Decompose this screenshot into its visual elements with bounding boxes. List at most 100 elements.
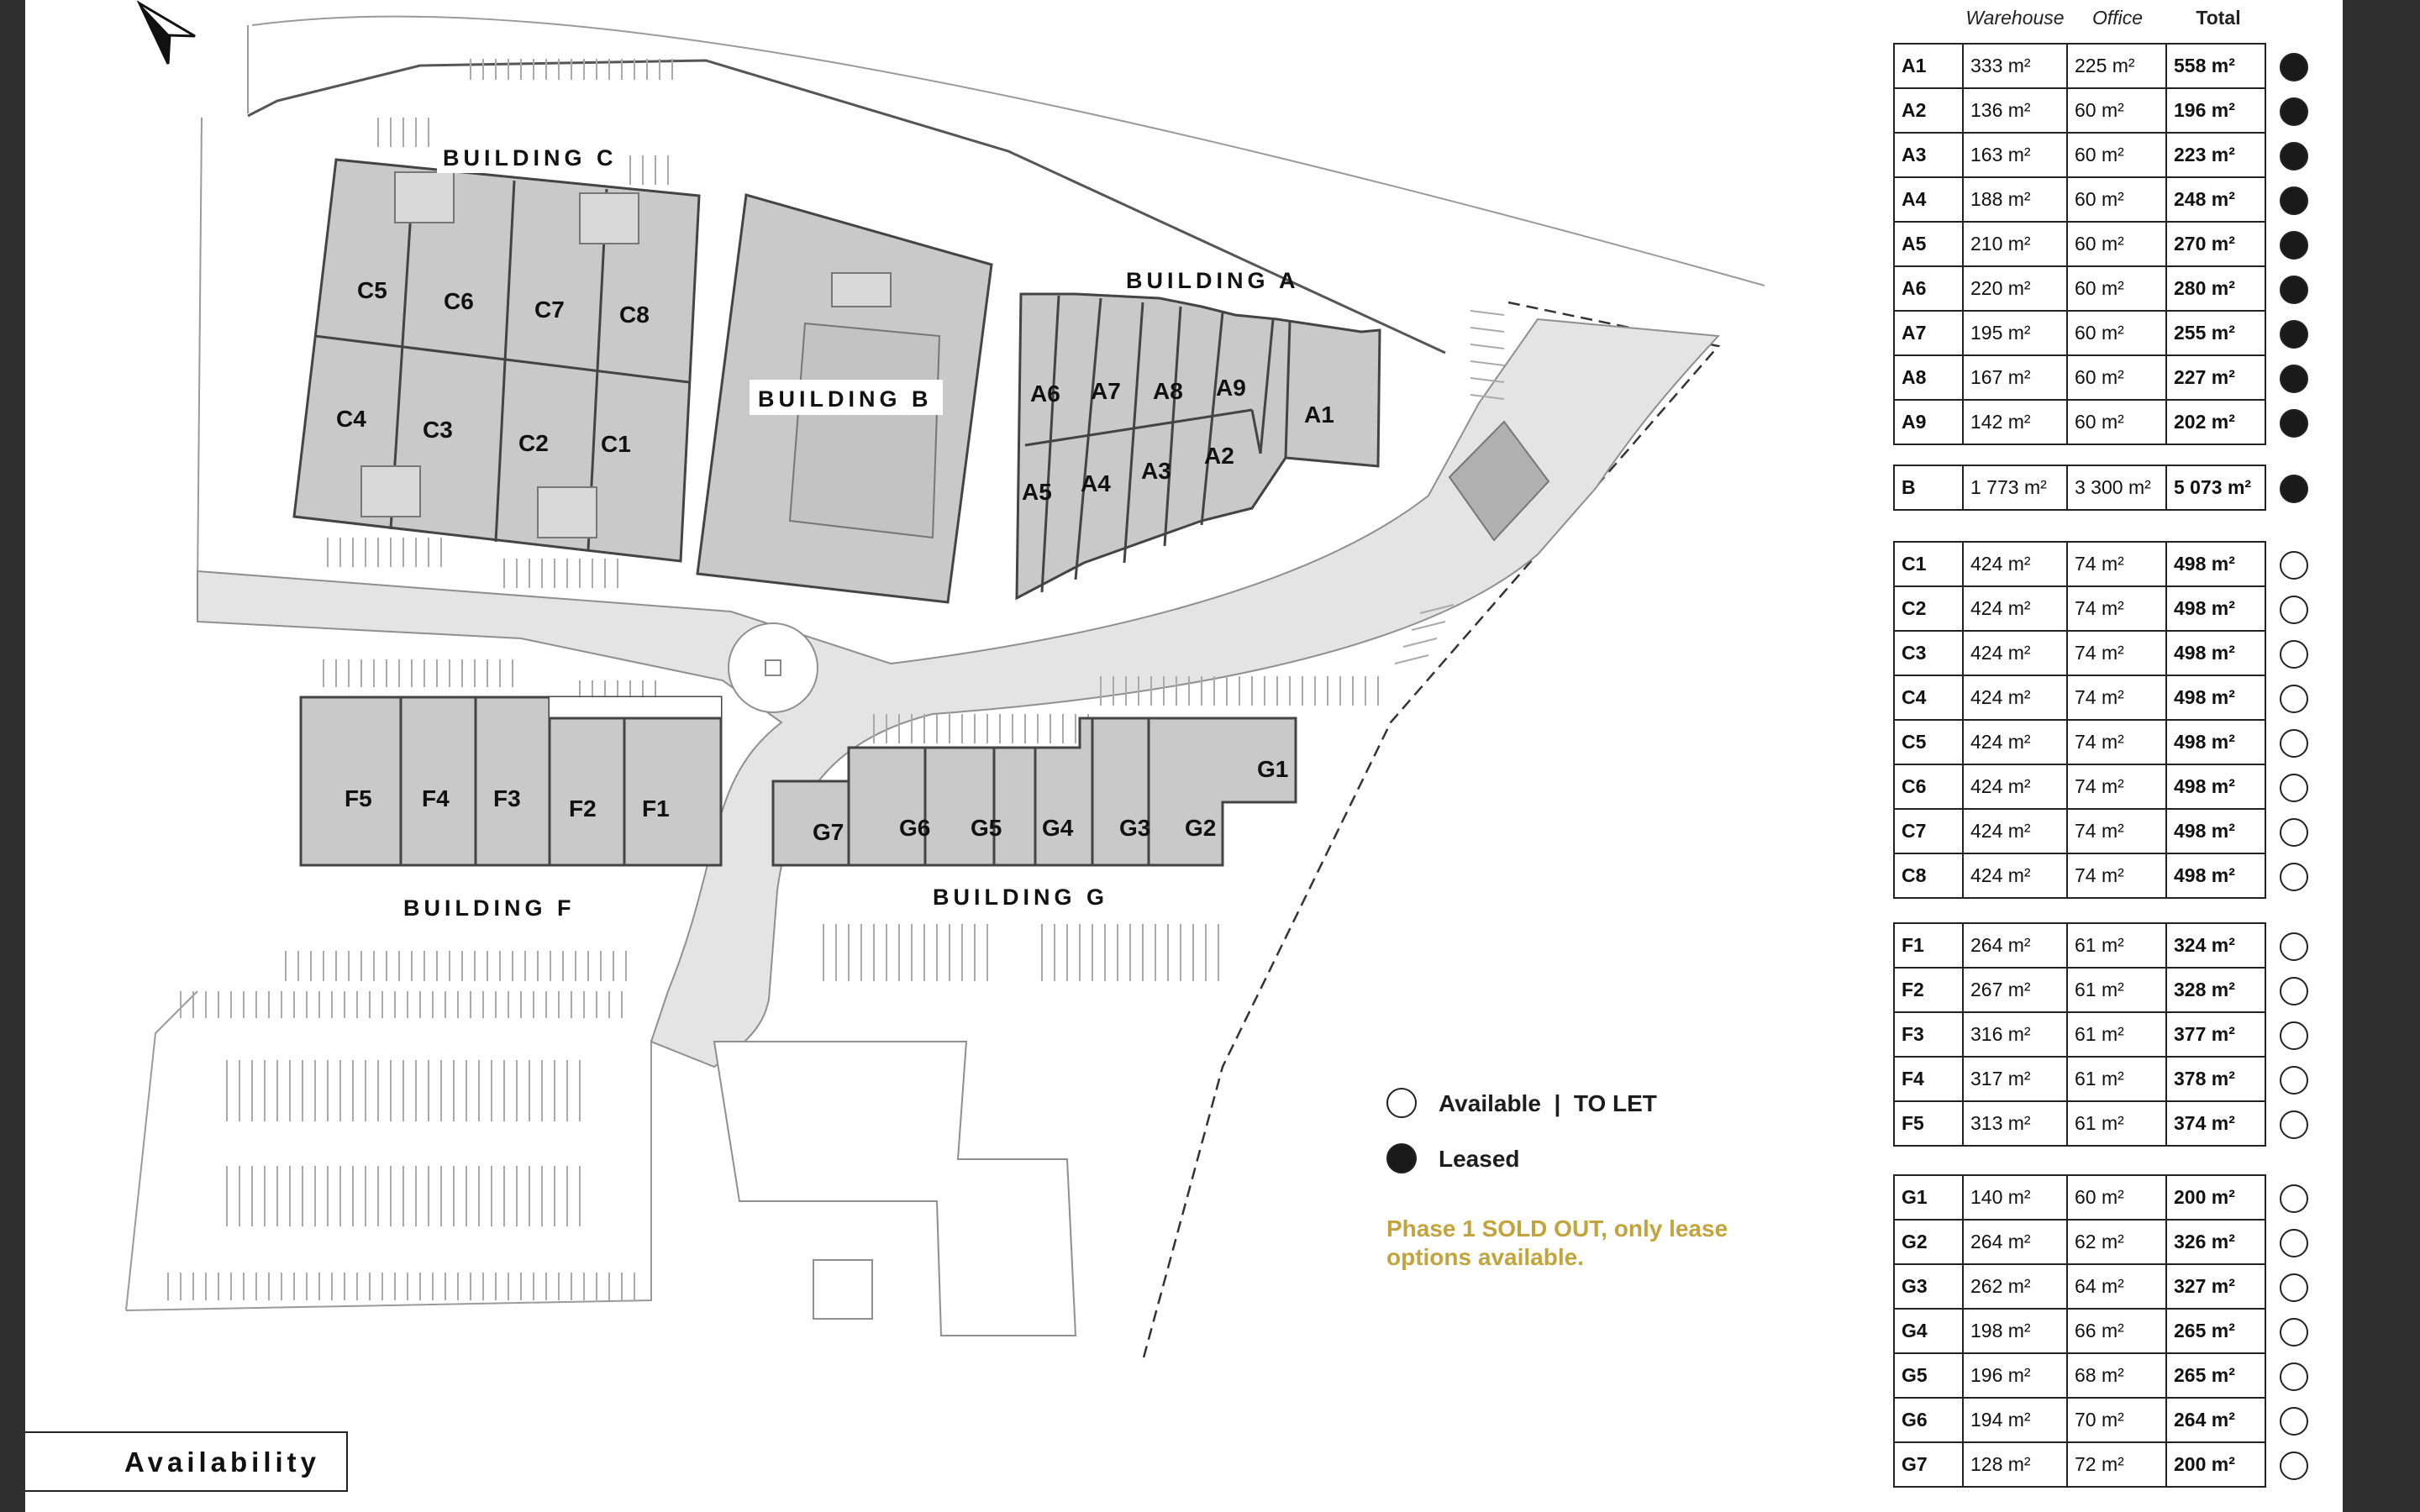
warehouse-cell: 333 m² <box>1962 45 2066 87</box>
warehouse-cell: 424 m² <box>1962 676 2066 719</box>
total-cell: 326 m² <box>2165 1221 2265 1263</box>
office-cell: 60 m² <box>2066 89 2165 132</box>
available-dot-icon <box>2280 1407 2308 1436</box>
unit-label-a6: A6 <box>1030 381 1060 407</box>
office-cell: 61 m² <box>2066 924 2165 967</box>
office-cell: 64 m² <box>2066 1265 2165 1308</box>
available-dot-icon <box>2280 551 2308 580</box>
warehouse-cell: 424 m² <box>1962 543 2066 585</box>
unit-id-cell: G5 <box>1902 1364 1928 1386</box>
available-dot-icon <box>2280 863 2308 891</box>
unit-id-cell: A4 <box>1902 188 1927 210</box>
warehouse-cell: 1 773 m² <box>1962 466 2066 509</box>
available-dot-icon <box>2280 818 2308 847</box>
available-dot-icon <box>2280 774 2308 802</box>
available-dot-icon <box>2280 640 2308 669</box>
office-cell: 60 m² <box>2066 134 2165 176</box>
warehouse-cell: 195 m² <box>1962 312 2066 354</box>
building-f <box>299 696 723 867</box>
total-cell: 200 m² <box>2165 1443 2265 1486</box>
legend-available-label: Available | TO LET <box>1439 1090 1657 1116</box>
office-cell: 72 m² <box>2066 1443 2165 1486</box>
office-cell: 61 m² <box>2066 1102 2165 1145</box>
unit-id-cell: G2 <box>1902 1231 1928 1252</box>
leased-dot-icon <box>2280 231 2308 260</box>
total-cell: 200 m² <box>2165 1176 2265 1219</box>
gatehouse <box>1448 420 1550 542</box>
building-a-label: BUILDING A <box>1126 268 1300 293</box>
unit-id-cell: G3 <box>1902 1275 1928 1297</box>
table-header: Warehouse Office Total <box>1894 0 2255 39</box>
unit-label-c1: C1 <box>601 431 631 457</box>
total-cell: 374 m² <box>2165 1102 2265 1145</box>
unit-label-c7: C7 <box>534 297 565 323</box>
unit-label-g1: G1 <box>1257 756 1288 782</box>
warehouse-cell: 188 m² <box>1962 178 2066 221</box>
unit-id-cell: F2 <box>1902 979 1924 1000</box>
available-dot-icon <box>2280 596 2308 624</box>
roundabout <box>728 622 818 713</box>
leased-dot-icon <box>1386 1143 1417 1173</box>
office-cell: 60 m² <box>2066 223 2165 265</box>
unit-id-cell: C7 <box>1902 820 1927 842</box>
unit-id-cell: F3 <box>1902 1023 1924 1045</box>
unit-label-g3: G3 <box>1119 815 1150 841</box>
available-dot-icon <box>2280 1452 2308 1480</box>
available-dot-icon <box>2280 1273 2308 1302</box>
warehouse-cell: 424 m² <box>1962 810 2066 853</box>
warehouse-cell: 424 m² <box>1962 765 2066 808</box>
unit-label-c6: C6 <box>444 288 474 314</box>
header-office: Office <box>2091 7 2144 29</box>
availability-tab[interactable]: Availability <box>25 1431 348 1492</box>
unit-id-cell: A6 <box>1902 277 1927 299</box>
warehouse-cell: 136 m² <box>1962 89 2066 132</box>
warehouse-cell: 313 m² <box>1962 1102 2066 1145</box>
unit-id-cell: C1 <box>1902 553 1927 575</box>
total-cell: 558 m² <box>2165 45 2265 87</box>
unit-label-g5: G5 <box>971 815 1002 841</box>
office-cell: 74 m² <box>2066 543 2165 585</box>
unit-label-g4: G4 <box>1042 815 1074 841</box>
office-cell: 74 m² <box>2066 587 2165 630</box>
unit-label-a3: A3 <box>1141 458 1171 484</box>
unit-id-cell: C2 <box>1902 597 1927 619</box>
warehouse-cell: 196 m² <box>1962 1354 2066 1397</box>
building-c <box>292 158 701 563</box>
office-cell: 60 m² <box>2066 267 2165 310</box>
unit-label-f5: F5 <box>345 785 372 811</box>
warehouse-cell: 316 m² <box>1962 1013 2066 1056</box>
available-dot-icon <box>2280 1184 2308 1213</box>
building-b-label: BUILDING B <box>758 386 933 412</box>
leased-dot-icon <box>2280 276 2308 304</box>
unit-label-a8: A8 <box>1153 378 1183 404</box>
leased-dot-icon <box>2280 186 2308 215</box>
total-cell: 202 m² <box>2165 401 2265 444</box>
unit-label-c5: C5 <box>357 277 387 303</box>
total-cell: 498 m² <box>2165 632 2265 675</box>
total-cell: 223 m² <box>2165 134 2265 176</box>
unit-id-cell: F5 <box>1902 1112 1924 1134</box>
unit-label-g7: G7 <box>813 819 844 845</box>
header-total: Total <box>2196 7 2241 29</box>
boundary-dashed <box>1141 301 1721 1362</box>
leased-dot-icon <box>2280 53 2308 81</box>
warehouse-cell: 264 m² <box>1962 924 2066 967</box>
roads <box>197 318 1721 1336</box>
total-cell: 5 073 m² <box>2165 466 2265 509</box>
office-cell: 68 m² <box>2066 1354 2165 1397</box>
unit-id-cell: C5 <box>1902 731 1927 753</box>
warehouse-cell: 198 m² <box>1962 1310 2066 1352</box>
frame-right <box>2343 0 2420 1512</box>
